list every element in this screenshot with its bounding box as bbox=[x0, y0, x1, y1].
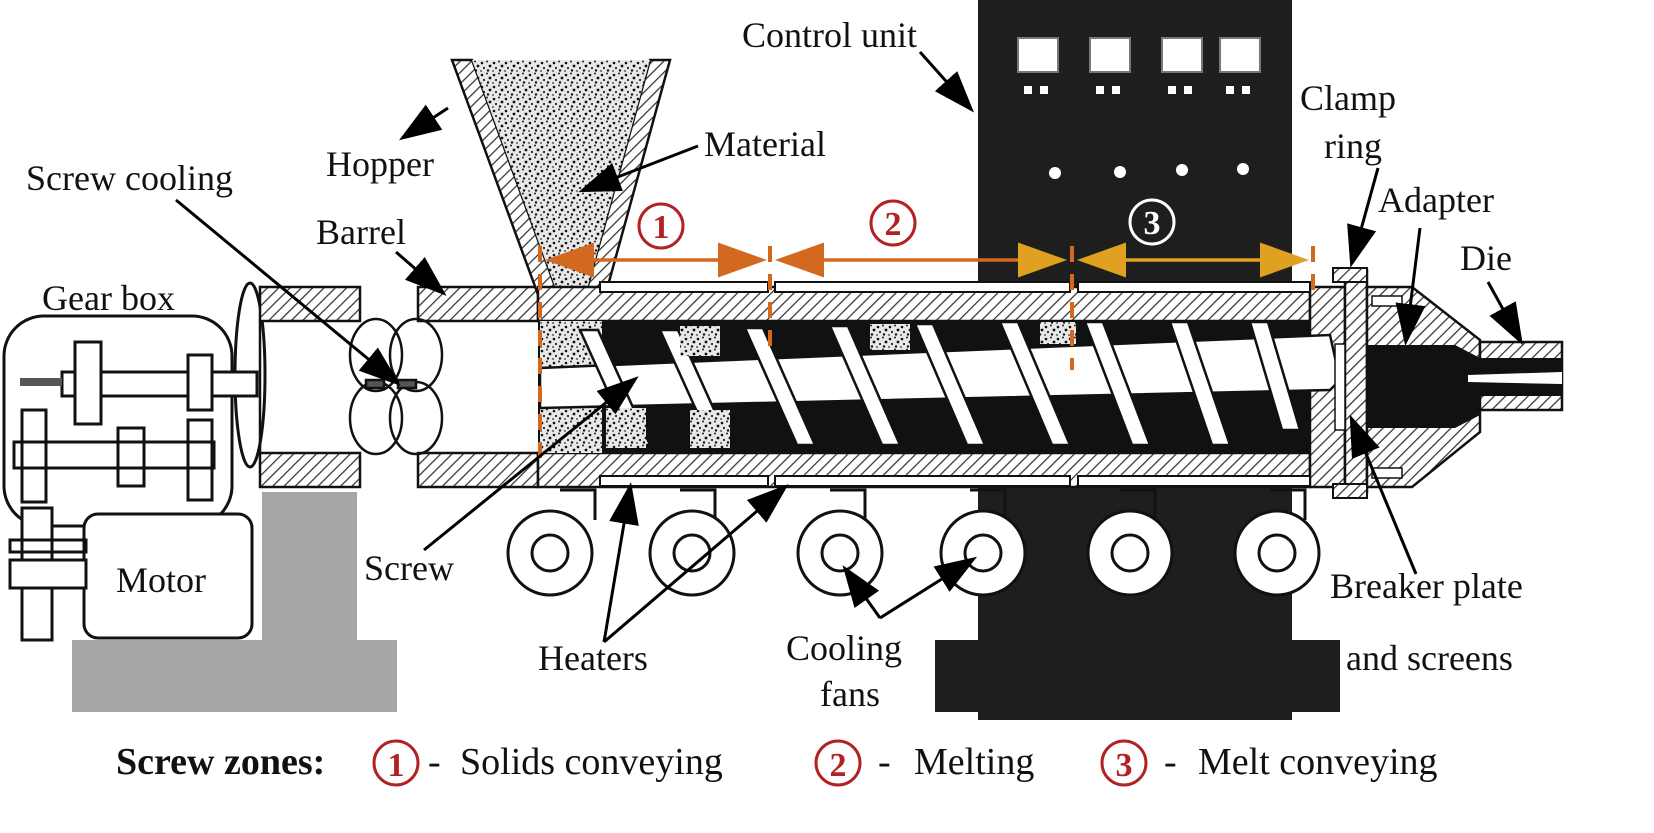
label-gear-box: Gear box bbox=[42, 278, 175, 318]
leader-clamp-ring bbox=[1352, 168, 1378, 262]
zone-marker-2-num: 2 bbox=[885, 206, 902, 243]
label-barrel: Barrel bbox=[316, 212, 406, 252]
legend-dash-1: - bbox=[428, 741, 441, 783]
label-clamp-ring-2: ring bbox=[1324, 126, 1382, 166]
label-clamp-ring-1: Clamp bbox=[1300, 78, 1396, 118]
label-control-unit: Control unit bbox=[742, 15, 917, 55]
label-cooling-fans-1: Cooling bbox=[786, 628, 902, 668]
clamp-ring bbox=[1333, 268, 1367, 282]
legend-title: Screw zones: bbox=[116, 741, 325, 783]
legend-zone-3-num: 3 bbox=[1116, 747, 1133, 784]
adapter bbox=[1367, 287, 1480, 487]
legend-dash-3: - bbox=[1164, 741, 1177, 783]
label-die: Die bbox=[1460, 238, 1512, 278]
legend-zone-2-text: Melting bbox=[914, 741, 1034, 783]
leader-control-unit bbox=[920, 52, 970, 108]
leader-hopper bbox=[404, 108, 448, 137]
label-breaker-plate-2: and screens bbox=[1346, 638, 1513, 678]
label-heaters: Heaters bbox=[538, 638, 648, 678]
leader-fan-2 bbox=[880, 560, 972, 618]
label-hopper: Hopper bbox=[326, 144, 434, 184]
zone-marker-3: 3 bbox=[1130, 200, 1174, 244]
label-adapter: Adapter bbox=[1378, 180, 1494, 220]
legend-zone-3-text: Melt conveying bbox=[1198, 741, 1438, 783]
label-motor: Motor bbox=[116, 560, 206, 600]
label-breaker-plate-1: Breaker plate bbox=[1330, 566, 1523, 606]
legend: Screw zones: 1 - Solids conveying 2 - Me… bbox=[116, 741, 1438, 785]
legend-zone-1-text: Solids conveying bbox=[460, 741, 723, 783]
clamp-ring-bottom bbox=[1333, 484, 1367, 498]
leader-heater-1 bbox=[604, 488, 630, 642]
gear-box bbox=[4, 283, 265, 526]
die bbox=[1468, 342, 1562, 410]
zone-marker-3-num: 3 bbox=[1144, 205, 1161, 242]
zone-marker-1-num: 1 bbox=[653, 209, 670, 246]
leader-die bbox=[1488, 282, 1520, 340]
legend-zone-1-num: 1 bbox=[388, 747, 405, 784]
zone-marker-1: 1 bbox=[639, 204, 683, 248]
screw-cooling-coupling bbox=[350, 319, 442, 454]
legend-dash-2: - bbox=[878, 741, 891, 783]
legend-zone-2-num: 2 bbox=[830, 747, 847, 784]
label-material: Material bbox=[704, 124, 826, 164]
label-screw: Screw bbox=[364, 548, 454, 588]
label-cooling-fans-2: fans bbox=[820, 674, 880, 714]
label-screw-cooling: Screw cooling bbox=[26, 158, 233, 198]
zone-marker-2: 2 bbox=[871, 201, 915, 245]
